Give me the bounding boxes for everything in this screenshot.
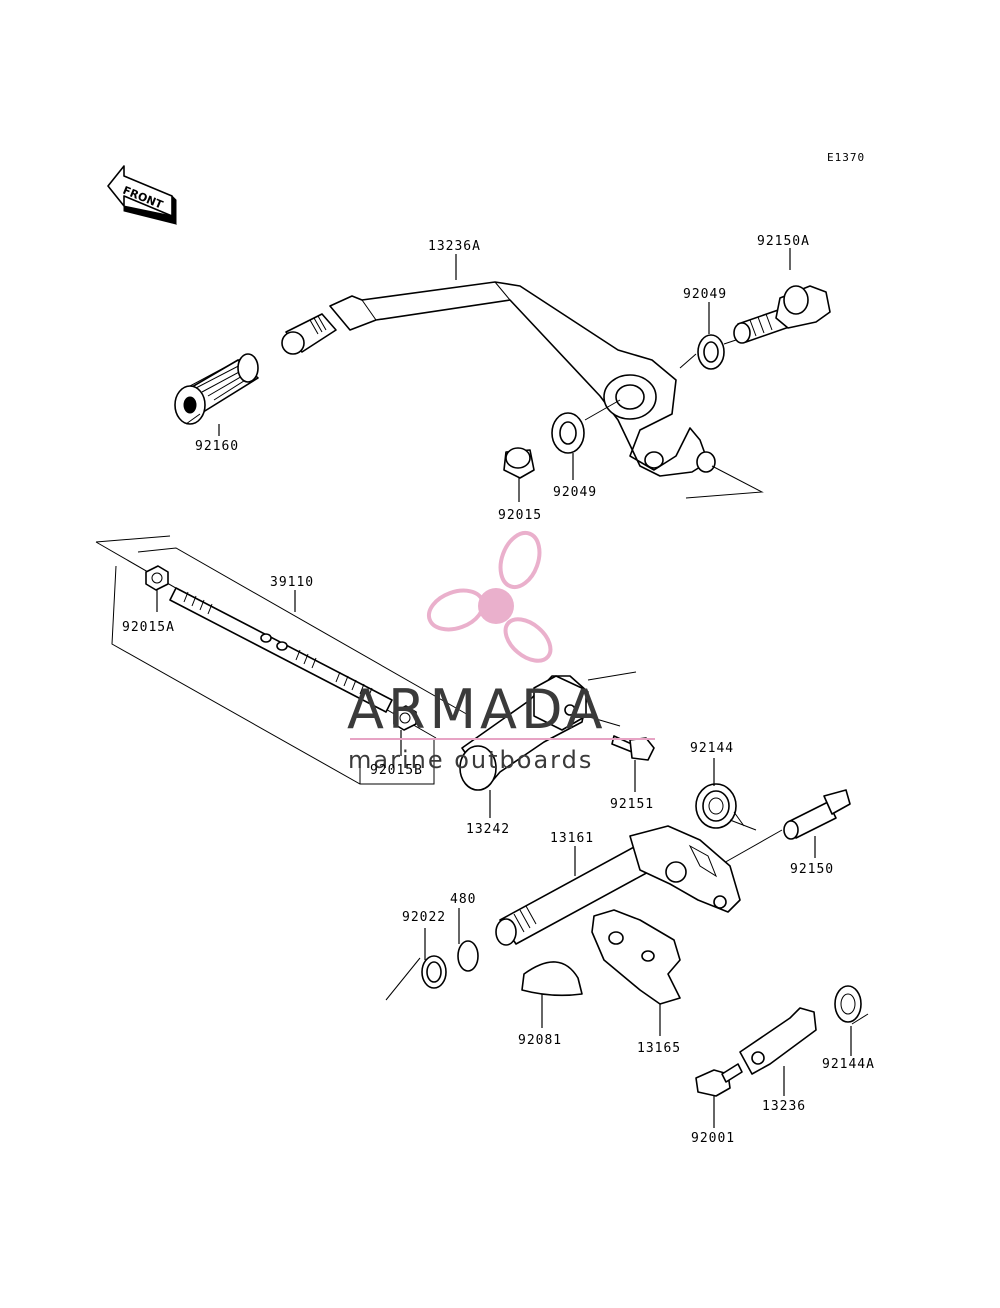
part-label-92015: 92015 — [498, 508, 542, 523]
diagram-ref-code: E1370 — [827, 151, 865, 164]
watermark-title: ARMADA — [347, 678, 607, 741]
part-label-92150A: 92150A — [757, 234, 810, 249]
part-label-13161: 13161 — [550, 831, 594, 846]
part-label-92015A: 92015A — [122, 620, 175, 635]
part-label-92151: 92151 — [610, 797, 654, 812]
shift-pedal-13236A — [281, 281, 709, 477]
part-label-92015B: 92015B — [370, 763, 423, 778]
part-label-92001: 92001 — [691, 1131, 735, 1146]
nut-92015A — [145, 565, 169, 591]
part-label-480: 480 — [450, 892, 476, 907]
part-label-13236A: 13236A — [428, 239, 481, 254]
part-label-92144A: 92144A — [822, 1057, 875, 1072]
part-label-92081: 92081 — [518, 1033, 562, 1048]
joint-13242 — [459, 675, 589, 791]
part-label-92049-bottom: 92049 — [553, 485, 597, 500]
linkage-pivot — [696, 451, 716, 473]
pedal-rubber-92160 — [174, 353, 259, 425]
bolt-92001 — [695, 1063, 743, 1097]
part-label-39110: 39110 — [270, 575, 314, 590]
pivot-bolt-92150A — [733, 285, 831, 344]
watermark-subtitle: marine outboards — [348, 746, 593, 774]
bolt-92150 — [783, 789, 851, 840]
circlip-480 — [457, 940, 479, 972]
part-label-13165: 13165 — [637, 1041, 681, 1056]
part-label-13242: 13242 — [466, 822, 510, 837]
part-label-92150: 92150 — [790, 862, 834, 877]
spring-92081 — [521, 961, 583, 997]
propeller-logo-icon — [426, 530, 553, 663]
part-label-92022: 92022 — [402, 910, 446, 925]
nut-92015B — [393, 705, 417, 731]
part-label-92160: 92160 — [195, 439, 239, 454]
part-label-13236: 13236 — [762, 1099, 806, 1114]
front-arrow-icon: FRONT — [107, 165, 177, 225]
washer-92022 — [385, 955, 447, 1001]
washer-92049 — [551, 412, 585, 454]
part-label-92144: 92144 — [690, 741, 734, 756]
spring-92144A — [834, 985, 869, 1025]
spring-92144 — [695, 783, 757, 831]
armada-watermark: ARMADA marine outboards — [347, 530, 655, 774]
oil-seal-92049 — [697, 334, 725, 370]
cap-nut-92015 — [503, 447, 535, 479]
plate-13165 — [591, 909, 681, 1005]
lever-13236 — [739, 1007, 817, 1075]
part-label-92049-top: 92049 — [683, 287, 727, 302]
shift-shaft-13161 — [495, 825, 741, 946]
